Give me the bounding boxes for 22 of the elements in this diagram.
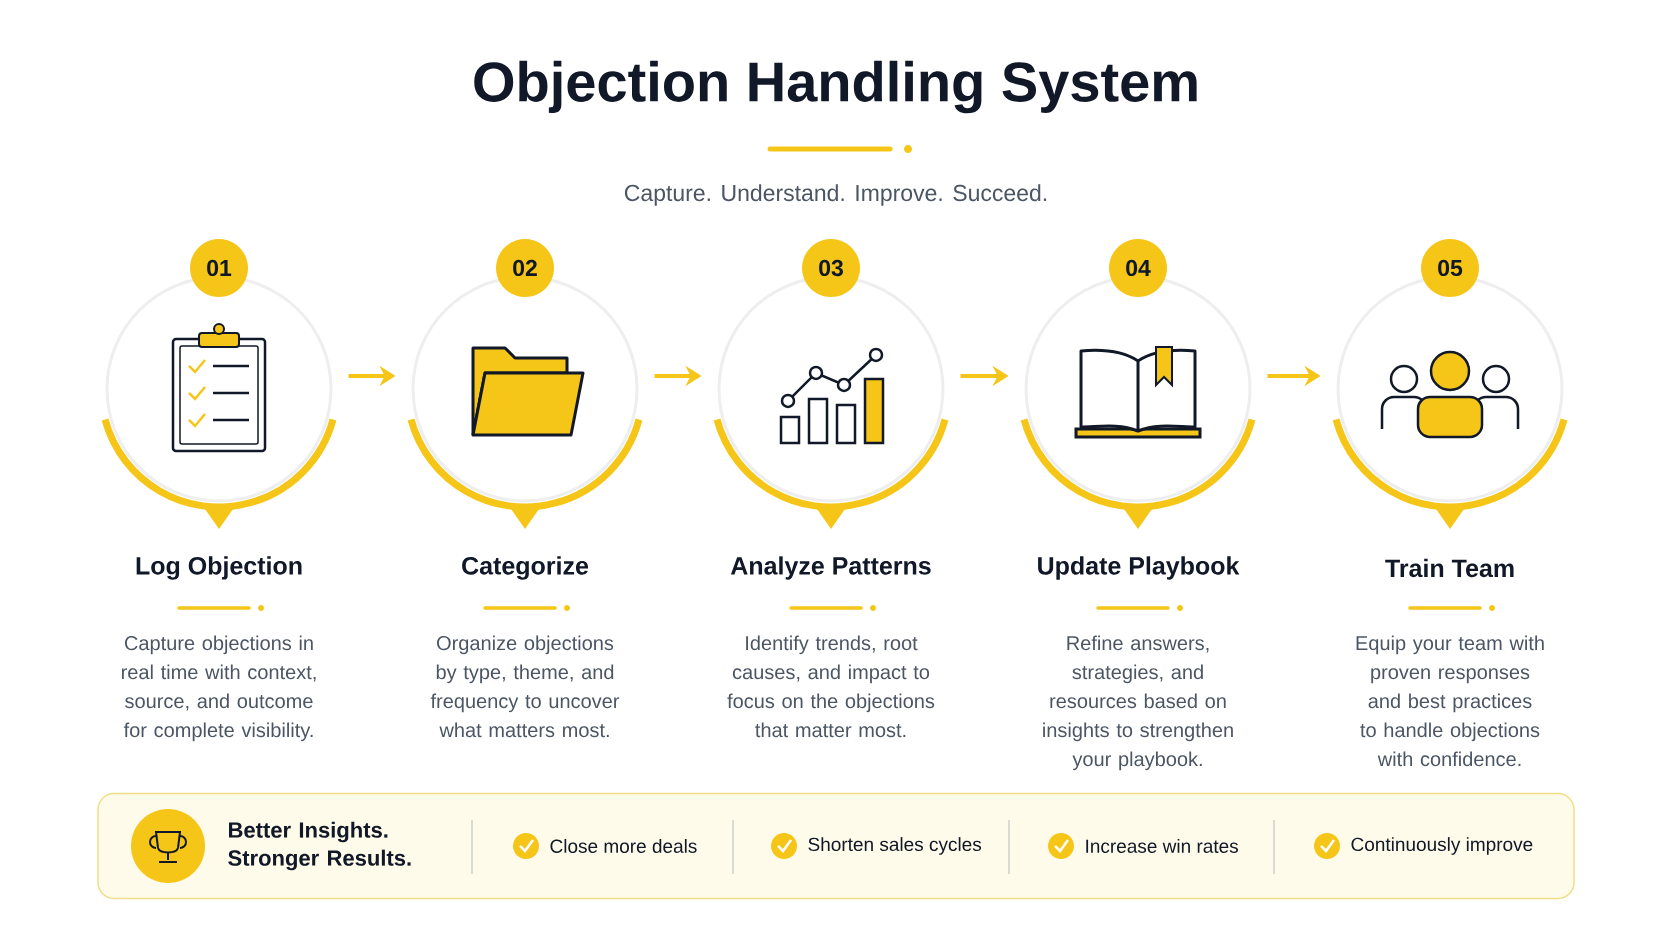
- step-heading: Update Playbook: [1038, 556, 1240, 580]
- number-badge: 03: [802, 239, 860, 297]
- number-badge: 04: [1109, 239, 1167, 297]
- benefit-text: Shorten sales cycles: [808, 837, 982, 855]
- step-description: Equip your team with proven responses and best practices to handle objections with confidence.: [1356, 635, 1544, 767]
- banner-heading: Better Insights. Stronger Results.: [228, 821, 411, 871]
- step-heading: Analyze Patterns: [730, 556, 931, 580]
- number-badge: 05: [1421, 239, 1479, 297]
- step-heading: Log Objection: [136, 556, 302, 580]
- step-description: Organize objections by type, theme, and frequency to uncover what matters most.: [430, 635, 620, 738]
- subtitle: Capture. Understand. Improve. Succeed.: [624, 184, 1047, 206]
- benefit-text: Close more deals: [550, 839, 697, 853]
- step-description: Capture objections in real time with context, source, and outcome for complete visibility.: [122, 635, 316, 742]
- step-heading: Categorize: [462, 556, 589, 580]
- benefit-text: Continuously improve: [1351, 837, 1533, 855]
- step-heading: Train Team: [1385, 558, 1514, 578]
- number-badge: 02: [496, 239, 554, 297]
- number-badge: 01: [190, 239, 248, 297]
- title: Objection Handling System: [474, 60, 1197, 114]
- benefit-text: Increase win rates: [1086, 839, 1238, 853]
- step-description: Refine answers, strategies, and resources based on insights to strengthen your playbook.: [1043, 635, 1233, 771]
- step-description: Identify trends, root causes, and impact to focus on the objections that matter most.: [727, 635, 935, 738]
